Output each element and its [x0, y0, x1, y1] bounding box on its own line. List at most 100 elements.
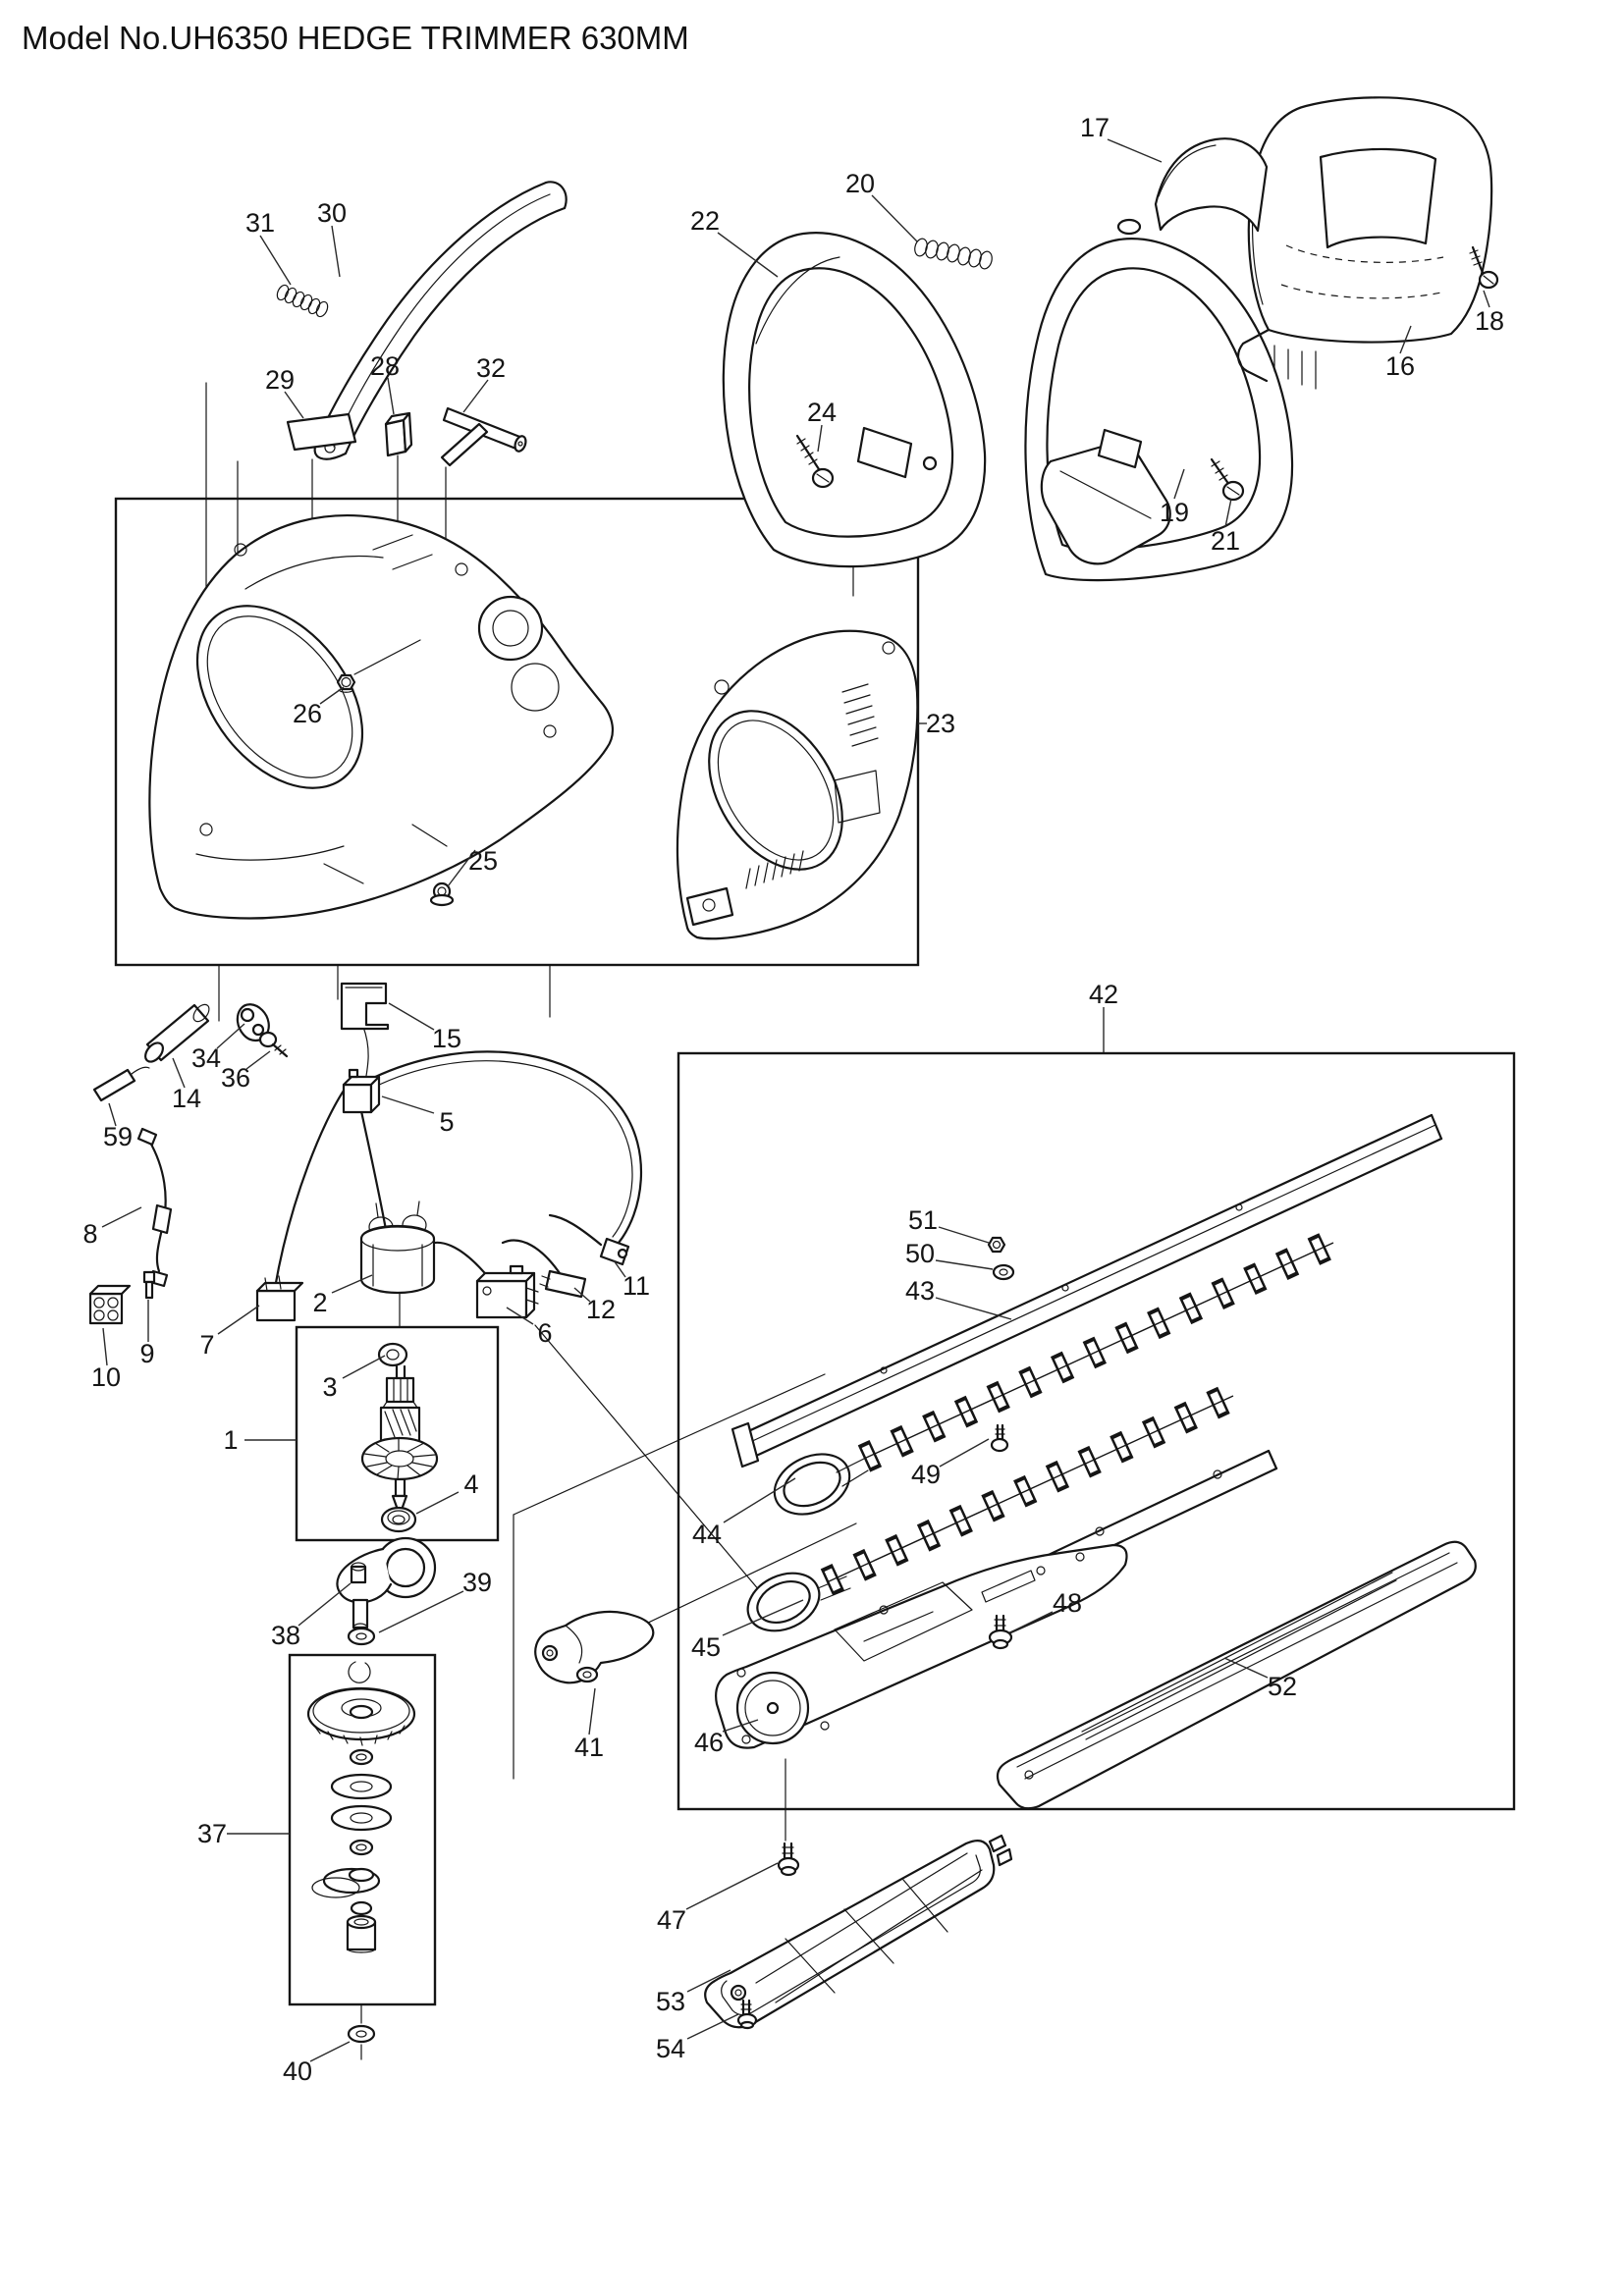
- part-number-labels: 1234567891011121415161718192021222324252…: [82, 113, 1504, 2086]
- bearing-4-drawing: [380, 1506, 417, 1533]
- housing-left-half-drawing: [148, 514, 615, 920]
- part-label-40: 40: [283, 2056, 312, 2086]
- spring-20-drawing: [914, 238, 993, 270]
- part-label-37: 37: [197, 1819, 227, 1848]
- housing-assembly-box: [114, 497, 920, 967]
- screw-18-drawing: [1469, 245, 1499, 290]
- switch-5-drawing: [342, 1068, 381, 1114]
- part-label-4: 4: [463, 1469, 478, 1499]
- part-label-39: 39: [462, 1568, 492, 1597]
- screw-21-drawing: [1210, 457, 1245, 502]
- part-label-25: 25: [468, 846, 498, 876]
- base-plate-46-drawing: [715, 1543, 1128, 1749]
- front-handle-22-drawing: [722, 232, 987, 568]
- switch-6-drawing: [475, 1264, 539, 1319]
- part-label-11: 11: [623, 1271, 650, 1301]
- upper-blade-44-drawing: [773, 1229, 1340, 1516]
- sticker-17-drawing: [1154, 137, 1269, 233]
- blade-cover-52-drawing: [996, 1540, 1477, 1810]
- bearing-3-drawing: [377, 1342, 408, 1367]
- part-label-20: 20: [845, 169, 875, 198]
- part-label-34: 34: [191, 1043, 221, 1073]
- wrench-32-drawing: [440, 406, 527, 467]
- chip-receiver-53-drawing: [704, 1834, 1013, 2029]
- carbon-brush-28-drawing: [384, 411, 413, 457]
- part-label-6: 6: [537, 1318, 552, 1348]
- gear-boss: [477, 595, 544, 662]
- part-label-48: 48: [1053, 1588, 1082, 1618]
- guard-window: [1319, 147, 1437, 249]
- part-label-17: 17: [1080, 113, 1110, 142]
- part-label-23: 23: [926, 709, 955, 738]
- switch-cover-15-drawing: [340, 982, 390, 1031]
- part-label-32: 32: [476, 353, 506, 383]
- screw-36-drawing: [258, 1031, 289, 1058]
- screw-47-drawing: [777, 1842, 800, 1877]
- spring-31-drawing: [276, 284, 329, 318]
- part-label-51: 51: [908, 1205, 938, 1235]
- part-label-36: 36: [221, 1063, 250, 1093]
- part-label-46: 46: [694, 1728, 724, 1757]
- part-label-45: 45: [691, 1632, 721, 1662]
- part-label-52: 52: [1268, 1672, 1297, 1701]
- part-label-31: 31: [245, 208, 275, 238]
- rear-handle-half-drawing: [313, 181, 568, 460]
- washer-40-drawing: [347, 2024, 376, 2044]
- part-label-1: 1: [223, 1425, 238, 1455]
- connector-12-drawing: [539, 1269, 587, 1299]
- handle-pin: [922, 455, 938, 471]
- screw-24-drawing: [795, 434, 835, 489]
- part-label-21: 21: [1211, 526, 1240, 556]
- part-label-42: 42: [1089, 980, 1118, 1009]
- grip-14-drawing: [144, 1003, 210, 1063]
- screw-48-drawing: [988, 1614, 1013, 1650]
- vent-slots: [841, 683, 879, 747]
- part-label-10: 10: [91, 1362, 121, 1392]
- spring-seat-pin: [1116, 218, 1142, 236]
- screw-54-drawing: [736, 1999, 758, 2030]
- nut-25-drawing: [429, 881, 455, 907]
- screw-49-drawing: [990, 1423, 1009, 1453]
- part-label-43: 43: [905, 1276, 935, 1306]
- wiring-drawing: [273, 1026, 643, 1290]
- washer-50-drawing: [992, 1263, 1015, 1281]
- part-label-28: 28: [370, 351, 400, 381]
- guide-bar-43-drawing: [731, 1113, 1443, 1468]
- blade-assembly-box: [677, 1051, 1516, 1811]
- gear-stack-drawing: [306, 1661, 416, 1953]
- part-label-41: 41: [574, 1733, 604, 1762]
- part-label-22: 22: [690, 206, 720, 236]
- housing-right-half-drawing: [676, 629, 919, 940]
- lower-blade-45-drawing: [746, 1382, 1240, 1632]
- part-label-9: 9: [139, 1339, 154, 1368]
- part-label-2: 2: [312, 1288, 327, 1317]
- handle-opening: [708, 710, 843, 871]
- sleeve-59-drawing: [92, 1066, 150, 1102]
- washer-39-drawing: [347, 1627, 376, 1646]
- terminal-11-drawing: [599, 1237, 630, 1266]
- nut-26-drawing: [336, 673, 356, 693]
- armature-drawing: [360, 1364, 439, 1512]
- crank-38-drawing: [336, 1536, 437, 1632]
- field-2-drawing: [359, 1201, 436, 1295]
- lever-34-drawing: [236, 1003, 270, 1042]
- part-label-50: 50: [905, 1239, 935, 1268]
- part-label-12: 12: [586, 1295, 616, 1324]
- fork-lever-41-drawing: [534, 1610, 655, 1684]
- leader-lines: [101, 138, 1490, 2062]
- part-label-7: 7: [199, 1330, 214, 1360]
- part-label-59: 59: [103, 1122, 133, 1151]
- part-label-38: 38: [271, 1621, 300, 1650]
- part-label-15: 15: [432, 1024, 461, 1053]
- part-label-16: 16: [1385, 351, 1415, 381]
- gear-stack-assembly-box: [288, 1653, 437, 2006]
- part-label-19: 19: [1160, 498, 1189, 527]
- part-label-47: 47: [657, 1905, 686, 1935]
- hand-guard-16-drawing: [1237, 96, 1493, 390]
- part-label-24: 24: [807, 398, 837, 427]
- brush-holder-7-drawing: [255, 1275, 304, 1322]
- part-label-8: 8: [82, 1219, 97, 1249]
- part-label-3: 3: [322, 1372, 337, 1402]
